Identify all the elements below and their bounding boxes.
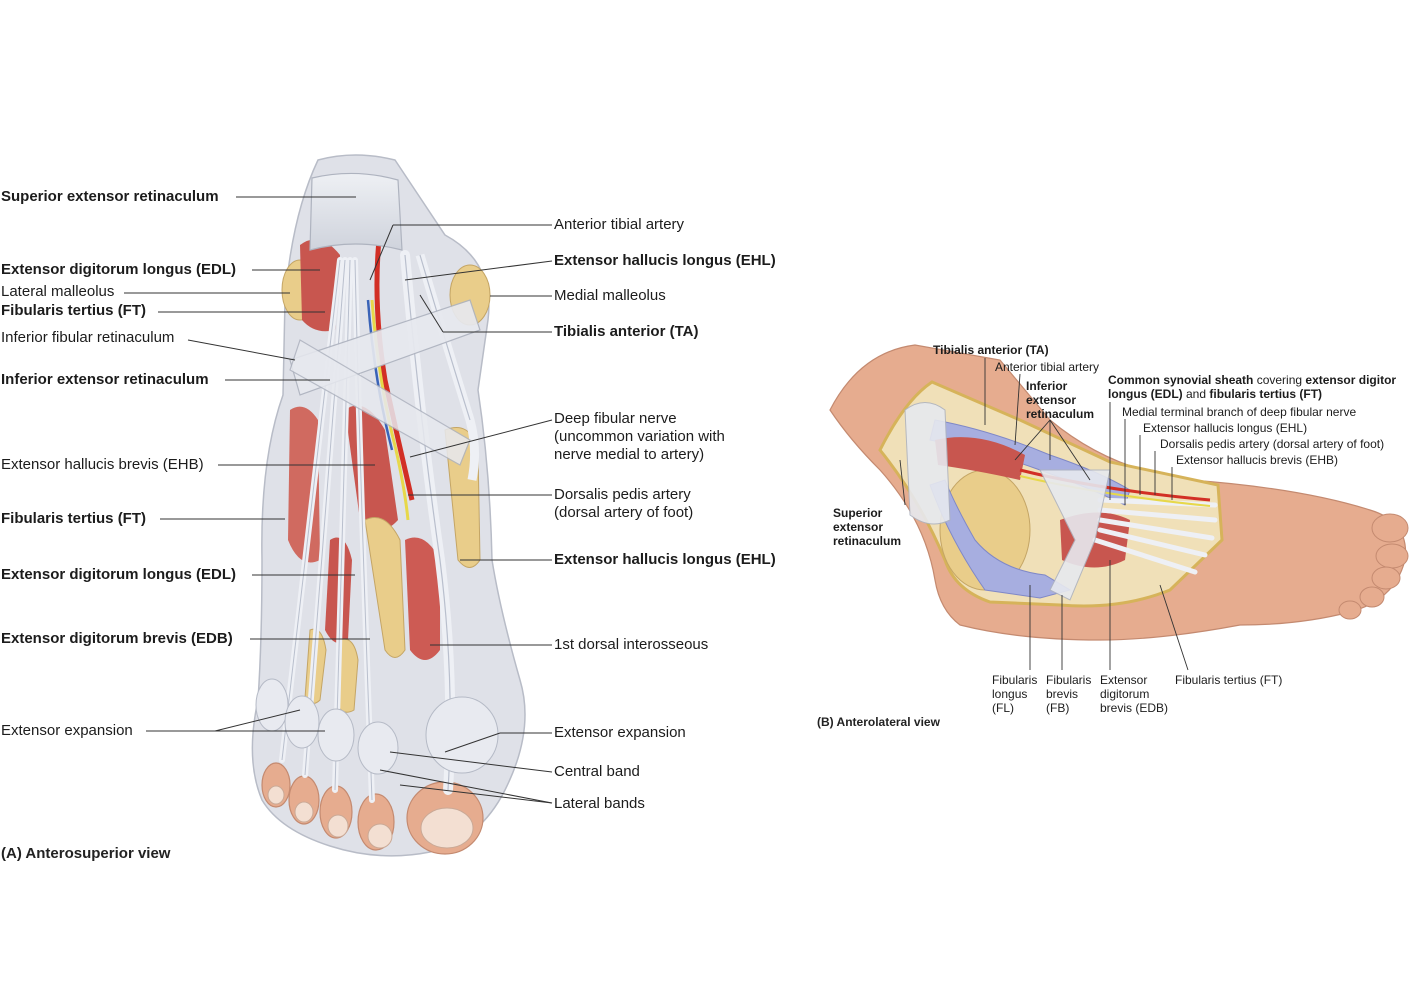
label-ehl-mid: Extensor hallucis longus (EHL): [554, 551, 776, 568]
label-b-ehl: Extensor hallucis longus (EHL): [1143, 421, 1308, 435]
label-b-fibularis-brevis-1: Fibularis: [1046, 673, 1092, 687]
label-b-common-sheath-2b: and: [1182, 387, 1210, 401]
label-b-common-sheath-1b: covering: [1253, 373, 1306, 387]
label-b-inferior-extensor-retinaculum-2: extensor: [1026, 393, 1077, 407]
anterior-tibial-artery: [374, 229, 415, 501]
label-ehl-top: Extensor hallucis longus (EHL): [554, 252, 776, 269]
label-b-inferior-extensor-retinaculum-1: Inferior: [1026, 379, 1068, 393]
label-b-edb-3: brevis (EDB): [1100, 701, 1169, 715]
label-b-superior-extensor-retinaculum-3: retinaculum: [833, 534, 902, 548]
label-b-common-synovial-sheath-line2: longus (EDL) and fibularis tertius (FT): [1108, 387, 1322, 401]
label-extensor-expansion-left: Extensor expansion: [1, 722, 133, 739]
label-lateral-malleolus: Lateral malleolus: [1, 283, 115, 300]
label-medial-malleolus: Medial malleolus: [554, 287, 666, 304]
label-b-anterior-tibial-artery: Anterior tibial artery: [995, 360, 1100, 374]
label-dorsalis-pedis: Dorsalis pedis artery: [554, 486, 691, 503]
label-anterior-tibial-artery: Anterior tibial artery: [554, 216, 685, 233]
label-deep-fibular-nerve: Deep fibular nerve: [554, 410, 677, 427]
label-b-common-sheath-2c: fibularis tertius (FT): [1209, 387, 1323, 401]
label-deep-fibular-nerve-3: nerve medial to artery): [554, 446, 705, 463]
label-ft-top: Fibularis tertius (FT): [1, 302, 147, 319]
label-b-fibularis-brevis-2: brevis: [1046, 687, 1079, 701]
muscle-first-dorsal-interosseous: [405, 537, 440, 660]
caption-anterosuperior-view: (A) Anterosuperior view: [1, 845, 171, 862]
caption-anterolateral-view: (B) Anterolateral view: [817, 715, 940, 729]
label-edb: Extensor digitorum brevis (EDB): [1, 630, 233, 647]
label-deep-fibular-nerve-2: (uncommon variation with: [554, 428, 725, 445]
label-b-common-sheath-1a: Common synovial sheath: [1108, 373, 1254, 387]
leader-lines-b: [899, 358, 1189, 671]
label-b-fibularis-longus-3: (FL): [992, 701, 1014, 715]
label-b-common-synovial-sheath-line1: Common synovial sheath covering extensor…: [1108, 373, 1396, 387]
label-b-fibularis-longus-2: longus: [992, 687, 1028, 701]
superior-extensor-retinaculum-b: [904, 402, 951, 525]
label-first-dorsal-interosseous: 1st dorsal interosseous: [554, 636, 709, 653]
label-b-superior-extensor-retinaculum-2: extensor: [833, 520, 884, 534]
leader-lines-a: [124, 196, 553, 804]
foot-anterolateral-illustration: [829, 344, 1409, 641]
label-inferior-extensor-retinaculum: Inferior extensor retinaculum: [1, 371, 209, 388]
label-tibialis-anterior: Tibialis anterior (TA): [554, 323, 699, 340]
label-b-common-sheath-1c: extensor digitor: [1305, 373, 1397, 387]
label-b-medial-terminal-branch: Medial terminal branch of deep fibular n…: [1122, 405, 1357, 419]
label-edl-mid: Extensor digitorum longus (EDL): [1, 566, 236, 583]
muscle-edl-belly: [300, 239, 340, 332]
foot-anterosuperior-illustration: [251, 154, 526, 857]
label-b-edb-1: Extensor: [1100, 673, 1148, 687]
label-extensor-expansion-right: Extensor expansion: [554, 724, 686, 741]
label-b-fibularis-brevis-3: (FB): [1046, 701, 1070, 715]
superior-extensor-retinaculum-band: [309, 172, 403, 251]
label-ft-mid: Fibularis tertius (FT): [1, 510, 147, 527]
label-superior-extensor-retinaculum: Superior extensor retinaculum: [1, 188, 219, 205]
label-b-dorsalis-pedis: Dorsalis pedis artery (dorsal artery of …: [1160, 437, 1385, 451]
label-b-fibularis-tertius: Fibularis tertius (FT): [1175, 673, 1283, 687]
label-b-fibularis-longus-1: Fibularis: [992, 673, 1038, 687]
label-inferior-fibular-retinaculum: Inferior fibular retinaculum: [1, 329, 175, 346]
label-b-edb-2: digitorum: [1100, 687, 1150, 701]
label-lateral-bands: Lateral bands: [554, 795, 645, 812]
label-b-common-sheath-2a: longus (EDL): [1108, 387, 1183, 401]
label-b-tibialis-anterior: Tibialis anterior (TA): [933, 343, 1049, 357]
label-b-ehb: Extensor hallucis brevis (EHB): [1176, 453, 1339, 467]
label-central-band: Central band: [554, 763, 640, 780]
label-edl-top: Extensor digitorum longus (EDL): [1, 261, 236, 278]
label-dorsalis-pedis-2: (dorsal artery of foot): [554, 504, 694, 521]
label-b-superior-extensor-retinaculum-1: Superior: [833, 506, 883, 520]
label-ehb: Extensor hallucis brevis (EHB): [1, 456, 204, 473]
label-b-inferior-extensor-retinaculum-3: retinaculum: [1026, 407, 1095, 421]
